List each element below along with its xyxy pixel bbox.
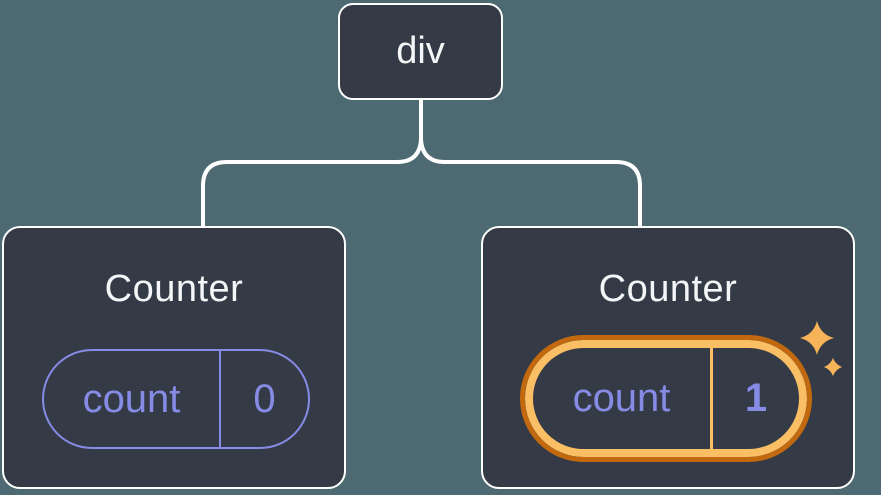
connector-left-branch — [201, 135, 423, 229]
tree-node-div: div — [338, 3, 503, 100]
state-key-label: count — [533, 348, 713, 449]
state-value: 0 — [253, 376, 276, 421]
counter-title: Counter — [598, 268, 738, 310]
counter-title: Counter — [104, 268, 244, 310]
state-pill-highlighted: count 1 — [520, 335, 812, 462]
state-pill-highlighted-inner: count 1 — [525, 340, 807, 457]
connector-right-branch — [419, 135, 642, 229]
counter-card-left: Counter count 0 — [2, 226, 346, 489]
counter-card-right: Counter count 1 — [481, 226, 855, 489]
root-node-label: div — [396, 30, 445, 72]
state-key-label: count — [44, 351, 221, 447]
state-value: 1 — [744, 376, 768, 420]
state-pill: count 0 — [42, 349, 310, 449]
